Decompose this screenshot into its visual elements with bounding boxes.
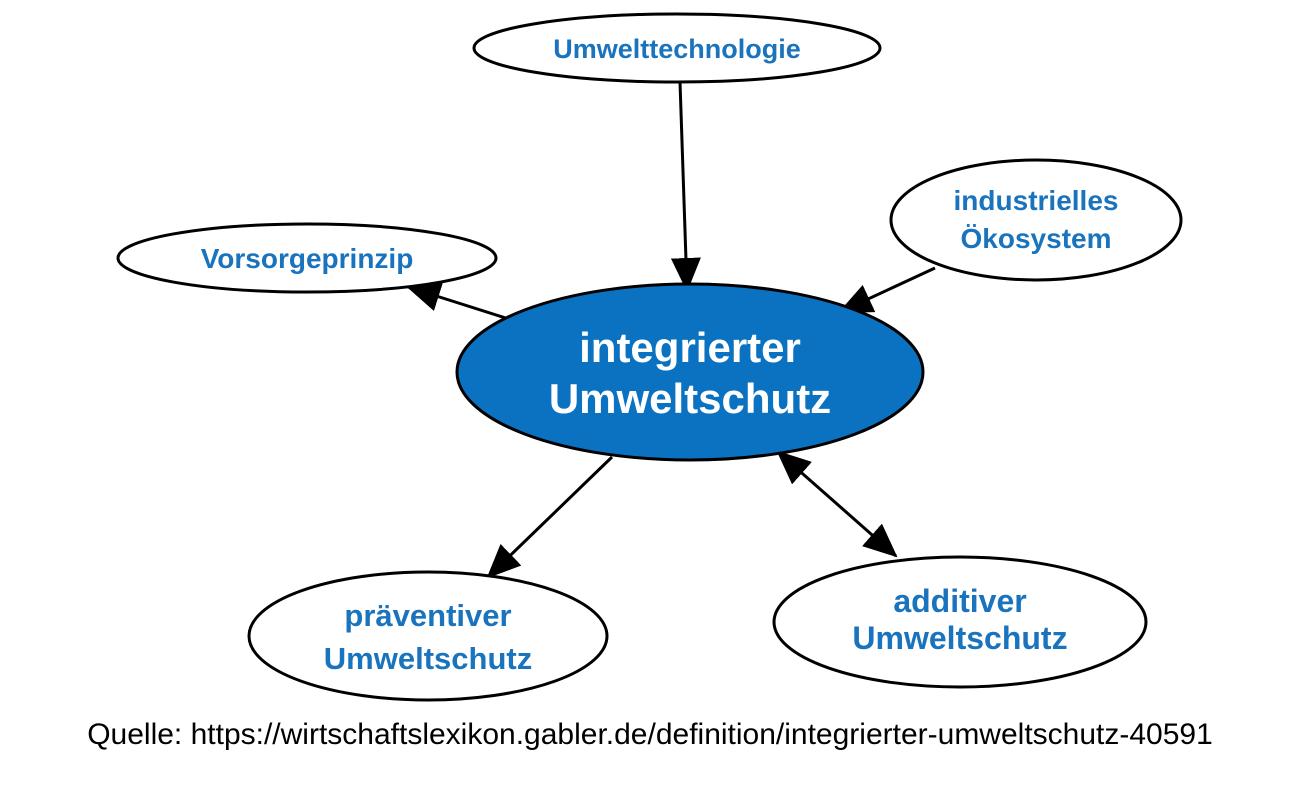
node-umwelttechnologie-label: Umwelttechnologie [553, 34, 801, 64]
edge-center-to-vorsorgeprinzip [406, 282, 513, 322]
node-praeventiver-umweltschutz: präventiver Umweltschutz [247, 570, 609, 702]
edge-center-additiv-bidirectional [776, 450, 898, 558]
node-additiv-label-line1: additiver [893, 583, 1026, 619]
node-additiver-umweltschutz: additiver Umweltschutz [772, 555, 1148, 689]
center-label-line1: integrierter [579, 324, 801, 371]
node-oekosystem-label-line1: industrielles [954, 185, 1119, 216]
node-additiv-label-line2: Umweltschutz [852, 620, 1067, 656]
node-vorsorgeprinzip: Vorsorgeprinzip [116, 222, 498, 294]
node-industrielles-oekosystem: industrielles Ökosystem [889, 158, 1183, 282]
node-umwelttechnologie: Umwelttechnologie [472, 12, 882, 84]
node-integrierter-umweltschutz: integrierter Umweltschutz [455, 282, 925, 462]
node-praeventiv-label-line2: Umweltschutz [324, 641, 532, 676]
edge-center-to-praeventiv [486, 455, 614, 579]
node-praeventiv-label-line1: präventiver [344, 598, 511, 633]
edge-umwelttechnologie-to-center [670, 81, 701, 292]
edge-oekosystem-to-center [838, 266, 936, 314]
center-label-line2: Umweltschutz [549, 375, 831, 422]
node-vorsorgeprinzip-label: Vorsorgeprinzip [201, 243, 414, 274]
node-oekosystem-label-line2: Ökosystem [961, 223, 1112, 254]
source-caption: Quelle: https://wirtschaftslexikon.gable… [87, 718, 1213, 751]
